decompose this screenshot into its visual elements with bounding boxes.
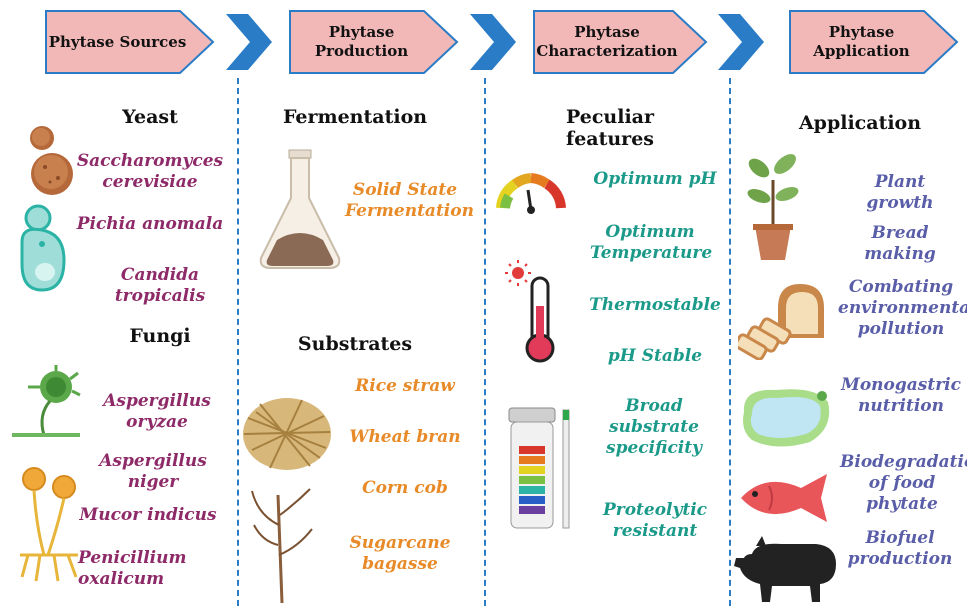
substrate-item: Wheat bran <box>345 427 465 448</box>
mold-icon <box>14 465 84 585</box>
step-label-sources: Phytase Sources <box>45 10 190 74</box>
chevron-right-icon <box>714 12 766 72</box>
yeast-heading: Yeast <box>95 106 205 128</box>
application-item: Combating environmental pollution <box>838 277 964 340</box>
pig-icon <box>732 532 842 604</box>
step-label-application: Phytase Application <box>789 10 934 74</box>
step-arrow-production: Phytase Production <box>289 10 459 74</box>
mold-icon <box>10 365 82 445</box>
application-heading: Application <box>790 112 930 134</box>
source-item: Candida tropicalis <box>75 265 245 307</box>
source-item: Saccharomyces cerevisiae <box>75 151 225 193</box>
straw-icon <box>240 388 335 476</box>
substrate-item: Sugarcane bagasse <box>345 533 455 575</box>
thermometer-icon <box>505 260 565 370</box>
step-label-production: Phytase Production <box>289 10 434 74</box>
fermentation-heading: Fermentation <box>280 106 430 128</box>
feature-item: Thermostable <box>585 295 725 316</box>
peculiar-features-heading: Peculiar features <box>520 106 700 150</box>
yeast-cell-icon <box>12 202 72 294</box>
step-arrow-characterization: Phytase Characterization <box>533 10 708 74</box>
application-item: Biofuel production <box>840 528 960 570</box>
fungi-heading: Fungi <box>105 325 215 347</box>
chevron-right-icon <box>222 12 274 72</box>
application-item: Bread making <box>840 223 960 265</box>
application-item: Monogastric nutrition <box>838 375 964 417</box>
step-label-characterization: Phytase Characterization <box>533 10 681 74</box>
feature-item: Optimum Temperature <box>590 222 710 264</box>
plant-pot-icon <box>745 150 800 262</box>
feature-item: Optimum pH <box>585 169 725 190</box>
feature-item: Broad substrate specificity <box>600 396 708 459</box>
ph-strip-icon <box>505 402 577 532</box>
source-item: Pichia anomala <box>75 214 225 235</box>
substrate-item: Corn cob <box>345 478 465 499</box>
chevron-right-icon <box>466 12 518 72</box>
flask-icon <box>255 148 345 272</box>
column-divider <box>484 78 486 606</box>
step-arrow-application: Phytase Application <box>789 10 959 74</box>
fish-icon <box>735 468 835 530</box>
step-arrow-sources: Phytase Sources <box>45 10 215 74</box>
bread-icon <box>738 278 828 360</box>
source-item: Aspergillus oryzae <box>78 391 236 433</box>
column-divider <box>729 78 731 606</box>
pond-icon <box>736 382 836 452</box>
substrates-heading: Substrates <box>295 333 415 355</box>
source-item: Mucor indicus <box>78 505 218 526</box>
source-item: Penicillium oxalicum <box>78 548 198 590</box>
feature-item: pH Stable <box>585 346 725 367</box>
ph-gauge-icon <box>495 168 567 216</box>
yeast-cell-icon <box>20 122 76 196</box>
application-item: Plant growth <box>840 172 960 214</box>
production-item: Solid State Fermentation <box>345 180 465 222</box>
source-item: Aspergillus niger <box>78 451 228 493</box>
feature-item: Proteolytic resistant <box>595 500 715 542</box>
column-divider <box>237 78 239 606</box>
sugarcane-icon <box>248 485 318 605</box>
application-item: Biodegradation of food phytate <box>840 452 964 515</box>
substrate-item: Rice straw <box>345 376 465 397</box>
